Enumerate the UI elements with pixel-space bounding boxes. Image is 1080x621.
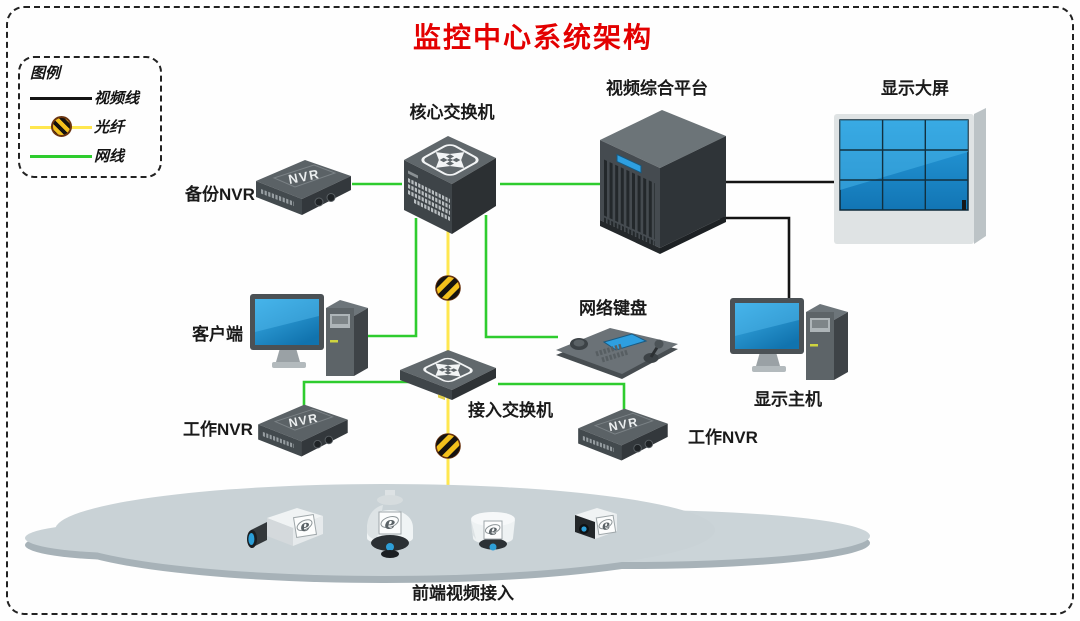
node-access-switch xyxy=(394,344,502,404)
nvr-device-label: NVR xyxy=(287,411,319,430)
nvr-device-label: NVR xyxy=(287,166,321,187)
cube-camera-icon: e xyxy=(575,508,617,539)
diagram-title: 监控中心系统架构 xyxy=(412,22,654,53)
wire-videoplatform-displayhost xyxy=(720,216,791,308)
node-label-display-wall: 显示大屏 xyxy=(881,79,949,98)
camera-box: e xyxy=(245,500,330,558)
camera-badge: e xyxy=(489,523,498,539)
node-display-wall xyxy=(832,104,992,254)
wire-coreswitch-keyboard xyxy=(484,215,558,339)
camera-ptz-dome: e xyxy=(355,488,425,564)
legend-heading: 图例 xyxy=(30,64,61,82)
dome-camera-icon: e xyxy=(471,512,515,551)
wire-accessswitch-worknvr-left xyxy=(302,380,412,406)
nvr-device-label: NVR xyxy=(607,415,639,434)
camera-badge: e xyxy=(299,516,311,535)
nvr-device-icon: NVR xyxy=(258,404,348,457)
node-backup-nvr: NVR xyxy=(250,153,355,223)
core-switch-icon xyxy=(404,136,496,234)
access-switch-icon xyxy=(400,350,496,401)
wire-coreswitch-client xyxy=(360,218,418,338)
fiber-connector-icon xyxy=(51,115,72,137)
wire-accessswitch-worknvr-right xyxy=(498,382,626,409)
network-keyboard-icon xyxy=(556,328,678,379)
display-wall-icon xyxy=(834,108,986,244)
legend-item-video-line: 视频线 xyxy=(30,83,152,112)
video-platform-icon xyxy=(600,110,726,254)
node-video-platform xyxy=(592,98,732,258)
network-line-sample xyxy=(30,145,94,167)
legend-label: 光纤 xyxy=(94,118,125,136)
node-label-client: 客户端 xyxy=(192,325,243,344)
platform-ellipse xyxy=(25,484,870,583)
legend-label: 视频线 xyxy=(94,89,140,107)
legend-item-network-line: 网线 xyxy=(30,141,152,170)
nvr-device-icon: NVR xyxy=(578,408,668,461)
node-label-video-platform: 视频综合平台 xyxy=(606,79,708,98)
legend-item-fiber-line: 光纤 xyxy=(30,112,152,141)
node-label-display-host: 显示主机 xyxy=(754,390,822,409)
camera-badge: e xyxy=(601,518,612,534)
box-camera-icon: e xyxy=(247,508,323,548)
nvr-device-icon: NVR xyxy=(256,160,351,215)
camera-mini-dome: e xyxy=(460,506,526,558)
node-display-host xyxy=(730,292,848,386)
legend-label: 网线 xyxy=(94,147,125,165)
desktop-computer-icon xyxy=(250,294,368,376)
video-line-sample xyxy=(30,87,94,109)
node-client xyxy=(250,288,368,382)
frontend-platform xyxy=(20,478,880,588)
node-label-work-nvr-left: 工作NVR xyxy=(183,420,253,439)
camera-cube: e xyxy=(563,503,625,549)
node-work-nvr-right: NVR xyxy=(572,402,672,468)
node-label-core-switch: 核心交换机 xyxy=(409,103,495,122)
node-label-access-switch: 接入交换机 xyxy=(468,401,553,420)
node-label-work-nvr-right: 工作NVR xyxy=(688,428,758,447)
node-label-backup-nvr: 备份NVR xyxy=(185,185,255,204)
node-label-network-keyboard: 网络键盘 xyxy=(579,299,647,318)
fiber-line-sample xyxy=(30,115,94,138)
node-network-keyboard xyxy=(552,320,682,380)
desktop-computer-icon xyxy=(730,298,848,380)
node-label-frontend-access: 前端视频接入 xyxy=(412,584,514,603)
node-core-switch xyxy=(398,126,502,238)
ptz-dome-camera-icon: e xyxy=(367,490,413,558)
node-work-nvr-left: NVR xyxy=(252,398,352,464)
legend-box: 图例 视频线 光纤 网线 xyxy=(18,56,162,178)
camera-badge: e xyxy=(385,514,396,534)
